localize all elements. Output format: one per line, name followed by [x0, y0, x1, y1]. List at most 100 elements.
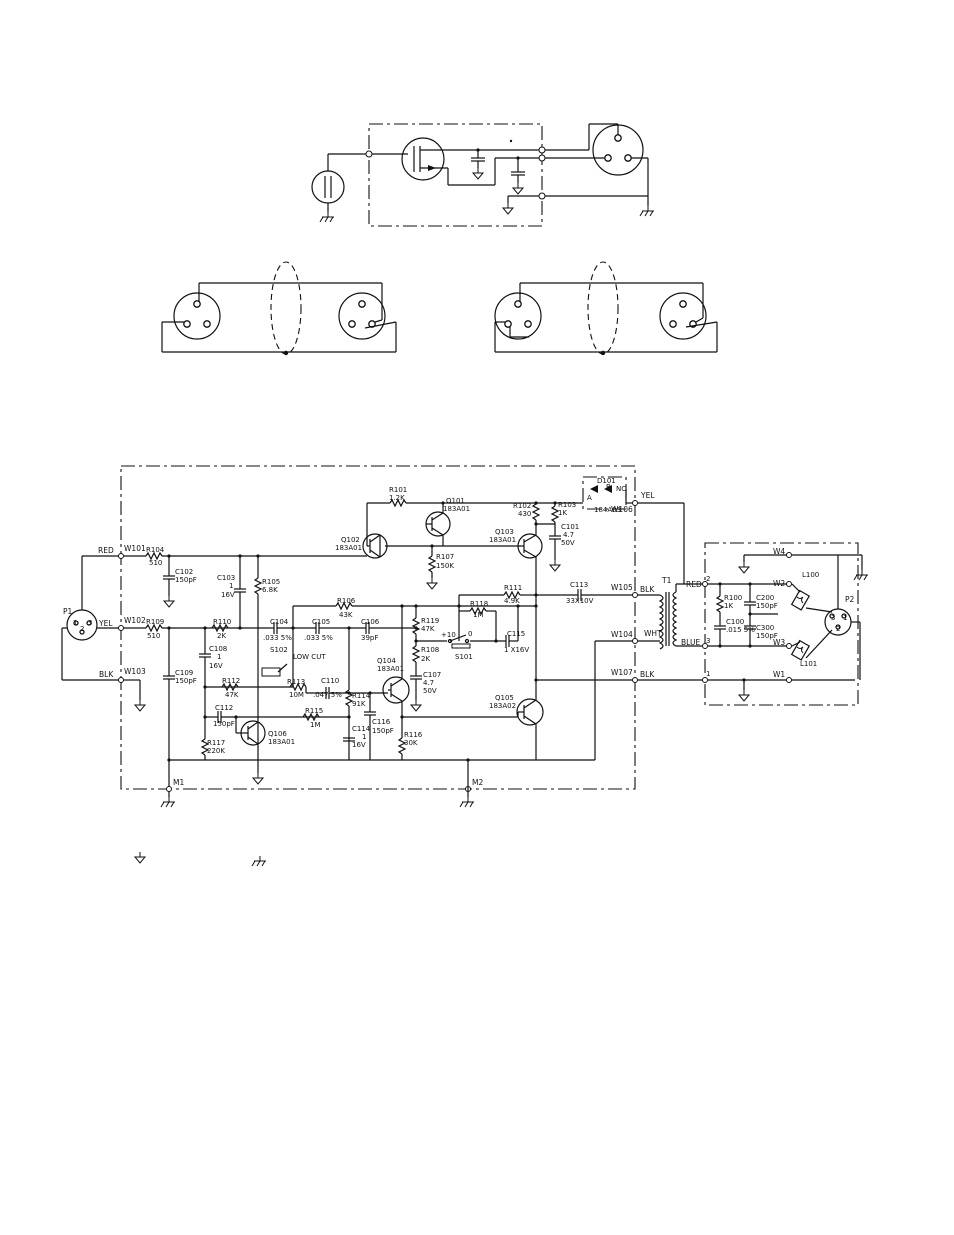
xlr-female-icon	[494, 292, 542, 340]
svg-text:1M: 1M	[310, 721, 321, 729]
svg-text:BLK: BLK	[640, 585, 655, 594]
svg-text:3: 3	[831, 614, 835, 622]
svg-text:R107: R107	[436, 553, 454, 561]
svg-text:2: 2	[706, 575, 710, 583]
svg-text:1: 1	[229, 582, 233, 590]
svg-text:C109: C109	[175, 669, 193, 677]
svg-text:W3: W3	[773, 638, 785, 647]
cable-shield	[587, 261, 619, 355]
svg-text:R101: R101	[389, 486, 407, 494]
svg-text:R106: R106	[337, 597, 356, 605]
svg-text:R105: R105	[262, 578, 280, 586]
svg-text:YEL: YEL	[98, 619, 113, 628]
svg-text:W101: W101	[124, 544, 146, 553]
l100-inductor-icon	[790, 589, 811, 611]
svg-text:183A01: 183A01	[489, 536, 516, 544]
svg-text:4.7: 4.7	[563, 531, 574, 539]
svg-text:510: 510	[149, 559, 162, 567]
svg-text:C108: C108	[209, 645, 227, 653]
svg-text:Q104: Q104	[377, 657, 396, 665]
s102-switch[interactable]	[261, 667, 281, 677]
svg-text:150pF: 150pF	[213, 720, 235, 728]
svg-text:43K: 43K	[339, 611, 353, 619]
svg-text:150pF: 150pF	[756, 602, 778, 610]
svg-text:183A01: 183A01	[377, 665, 404, 673]
main-schematic	[61, 465, 869, 808]
svg-text:4.7: 4.7	[423, 679, 434, 687]
svg-text:W107: W107	[611, 668, 633, 677]
s101-switch[interactable]	[451, 643, 471, 649]
svg-text:C116: C116	[372, 718, 391, 726]
cable-diagram-left	[161, 261, 397, 356]
svg-text:R119: R119	[421, 617, 439, 625]
svg-text:C105: C105	[312, 618, 330, 626]
svg-text:1K: 1K	[724, 602, 733, 610]
svg-text:183A01: 183A01	[268, 738, 295, 746]
svg-text:S101: S101	[455, 653, 473, 661]
svg-text:39pF: 39pF	[361, 634, 378, 642]
svg-text:2K: 2K	[217, 632, 226, 640]
svg-text:M1: M1	[173, 778, 184, 787]
labels: P1 1 2 3 P2 3 2 1 RED YEL BLK YEL BLK WH…	[63, 477, 855, 787]
svg-text:430: 430	[518, 510, 531, 518]
svg-text:Q102: Q102	[341, 536, 360, 544]
svg-text:C103: C103	[217, 574, 235, 582]
top-dashed-box	[368, 123, 543, 227]
svg-text:183A02: 183A02	[489, 702, 516, 710]
svg-text:R117: R117	[207, 739, 225, 747]
svg-text:R102: R102	[513, 502, 531, 510]
svg-text:BLUE: BLUE	[681, 638, 700, 647]
svg-text:1: 1	[843, 614, 847, 622]
output-dashed-border	[704, 542, 859, 706]
svg-text:50V: 50V	[561, 539, 575, 547]
p2-label: P2	[845, 595, 855, 604]
svg-text:184A03: 184A03	[594, 506, 621, 514]
svg-text:2: 2	[80, 625, 84, 633]
xlr-male-icon	[338, 292, 386, 340]
cable-diagram-right	[494, 261, 718, 356]
svg-text:1: 1	[73, 619, 77, 627]
svg-text:W1: W1	[773, 670, 785, 679]
svg-text:C110: C110	[321, 677, 339, 685]
svg-text:.033 5%: .033 5%	[304, 634, 333, 642]
svg-text:1 X16V: 1 X16V	[504, 646, 529, 654]
svg-text:30K: 30K	[404, 739, 418, 747]
svg-text:C100: C100	[726, 618, 744, 626]
svg-text:C106: C106	[361, 618, 380, 626]
svg-text:Q103: Q103	[495, 528, 514, 536]
svg-text:R103: R103	[558, 501, 576, 509]
svg-text:R111: R111	[504, 584, 522, 592]
svg-text:R118: R118	[470, 600, 488, 608]
svg-text:2: 2	[836, 625, 840, 633]
svg-text:T1: T1	[661, 576, 672, 585]
svg-text:R110: R110	[213, 618, 231, 626]
svg-text:A: A	[587, 494, 592, 502]
legend	[134, 851, 267, 867]
svg-text:Q105: Q105	[495, 694, 514, 702]
svg-text:+10: +10	[441, 631, 456, 639]
svg-text:C115: C115	[507, 630, 525, 638]
svg-text:LOW CUT: LOW CUT	[293, 653, 326, 661]
svg-text:R104: R104	[146, 546, 165, 554]
top-fet-diagram	[311, 123, 655, 227]
svg-text:1: 1	[217, 653, 221, 661]
l101-inductor-icon	[790, 639, 811, 661]
svg-text:RED: RED	[98, 546, 114, 555]
svg-text:WHT: WHT	[644, 629, 662, 638]
svg-text:R114: R114	[352, 692, 371, 700]
svg-text:L100: L100	[802, 571, 819, 579]
svg-text:150pF: 150pF	[372, 727, 394, 735]
capsule-icon	[311, 170, 345, 204]
svg-text:C101: C101	[561, 523, 579, 531]
xlr-male-icon	[659, 292, 707, 340]
svg-text:3: 3	[88, 619, 92, 627]
chassis-ground-icon	[319, 211, 335, 223]
signal-ground-icon	[134, 851, 146, 864]
svg-text:183A01: 183A01	[335, 544, 362, 552]
svg-text:M2: M2	[472, 778, 483, 787]
svg-text:R108: R108	[421, 646, 439, 654]
svg-text:1.2K: 1.2K	[389, 494, 405, 502]
svg-text:NC: NC	[616, 485, 626, 493]
svg-text:C200: C200	[756, 594, 774, 602]
svg-text:W104: W104	[611, 630, 633, 639]
